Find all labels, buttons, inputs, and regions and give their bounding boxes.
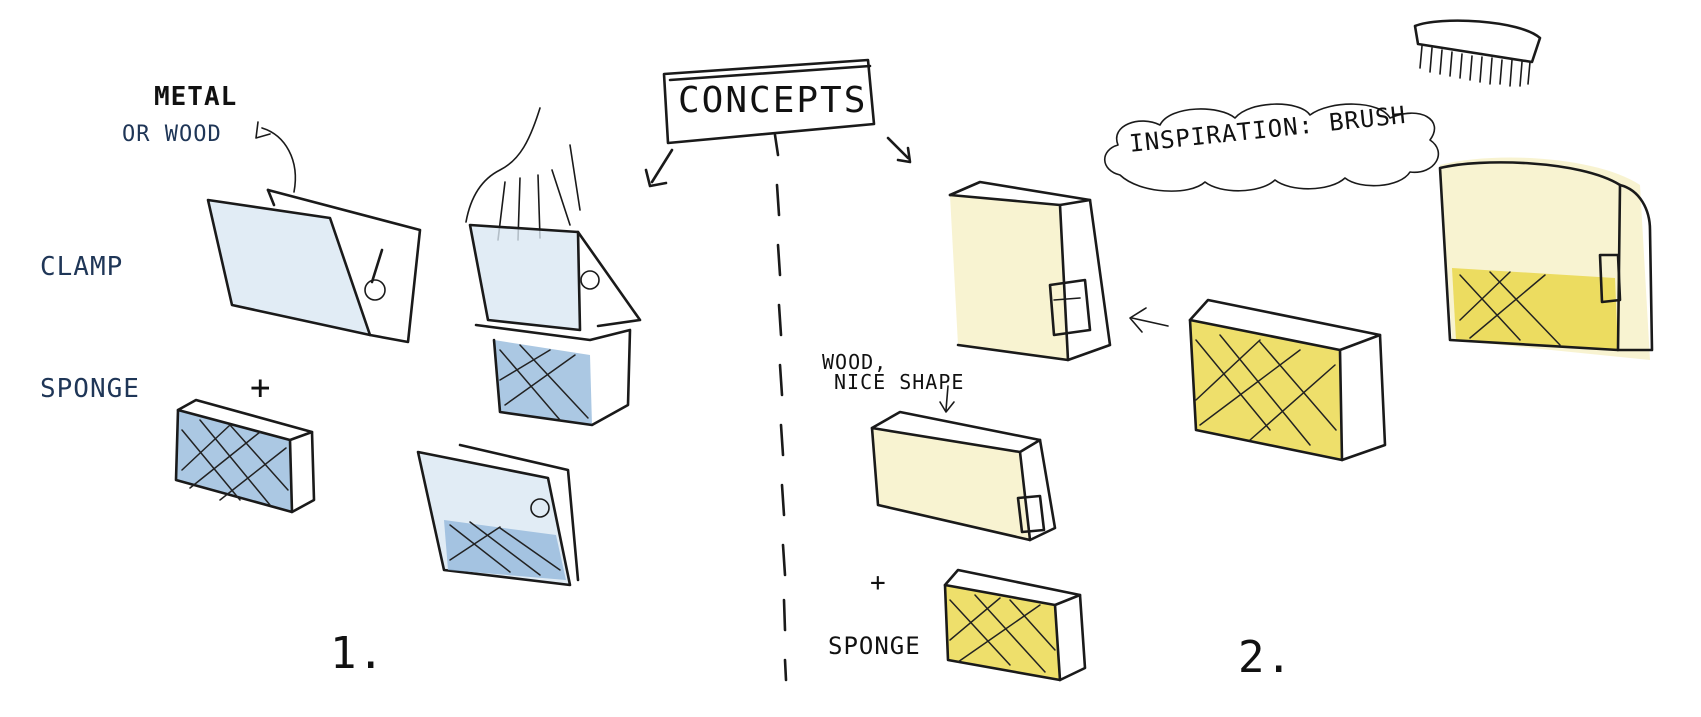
sponge-sketch-2b <box>943 568 1087 682</box>
center-divider <box>773 133 788 682</box>
clamp-label: CLAMP <box>40 252 124 282</box>
holder-sketch-2b <box>870 385 1057 542</box>
sponge-sketch-2a <box>1188 298 1387 462</box>
concept1-number: 1. <box>330 628 385 679</box>
clamp-closed-sketch <box>416 443 580 587</box>
concept2-sponge-label: SPONGE <box>828 632 921 660</box>
arrow-to-holder-icon <box>1129 307 1169 333</box>
concept2-plus: + <box>870 568 887 598</box>
arrow-left-icon <box>644 148 674 188</box>
concept1-plus: + <box>250 368 272 408</box>
material-note-line1: METAL <box>154 82 238 112</box>
material-note-line2: OR WOOD <box>122 122 222 147</box>
concepts-title-box <box>662 58 876 145</box>
wood-note-line2: NICE SHAPE <box>834 370 965 394</box>
page-title: CONCEPTS <box>678 80 868 121</box>
concept1-sponge-label: SPONGE <box>40 374 140 404</box>
holder-sketch-2a <box>948 180 1112 362</box>
holder-with-sponge-sketch <box>1438 157 1654 360</box>
curved-arrow-icon <box>255 121 296 193</box>
brush-icon <box>1413 19 1542 87</box>
clamp-sketch <box>206 188 422 344</box>
clamp-with-sponge-sketch <box>465 107 642 427</box>
wood-note-line1: WOOD, <box>822 350 888 374</box>
concept2-number: 2. <box>1238 632 1293 683</box>
arrow-right-icon <box>886 136 912 164</box>
inspiration-cloud <box>1103 103 1440 192</box>
sponge-sketch-1 <box>174 398 316 514</box>
